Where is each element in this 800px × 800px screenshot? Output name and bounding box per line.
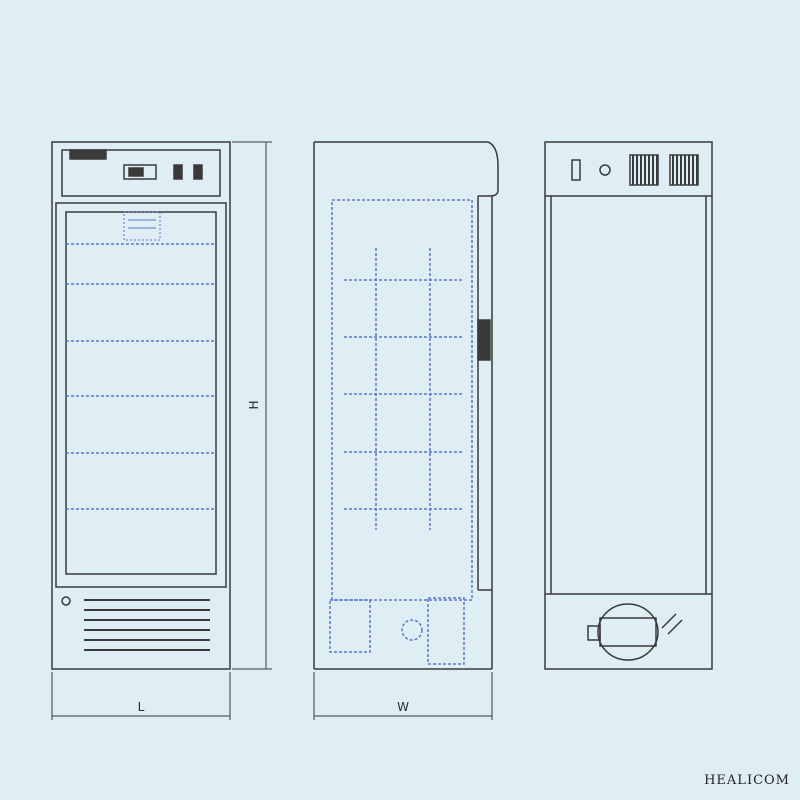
front-switch-2 xyxy=(193,164,203,180)
back-view xyxy=(544,141,713,670)
front-cabinet-outline xyxy=(51,141,231,670)
height-label: H xyxy=(247,400,261,409)
front-display-screen xyxy=(128,167,144,177)
back-cabinet-outline xyxy=(544,141,713,670)
width-dimension xyxy=(313,672,493,720)
front-door-glass xyxy=(65,211,217,575)
front-view xyxy=(51,141,231,670)
side-fan xyxy=(401,619,423,641)
front-top-control-panel xyxy=(61,149,221,197)
length-dimension xyxy=(51,672,231,720)
back-vent-left xyxy=(629,154,659,186)
length-label: L xyxy=(138,700,145,714)
height-dimension xyxy=(232,141,272,670)
side-internals xyxy=(329,199,473,665)
side-inner-liner xyxy=(331,199,473,601)
back-socket xyxy=(571,159,581,181)
back-compressor xyxy=(587,603,683,661)
front-top-fan xyxy=(123,211,161,241)
side-top-outline xyxy=(314,141,499,197)
front-bottom-grille xyxy=(84,599,210,651)
side-handle xyxy=(477,319,491,361)
front-door-outer xyxy=(55,202,227,588)
back-vent-right xyxy=(669,154,699,186)
front-shelves xyxy=(66,243,216,510)
back-port xyxy=(599,164,611,176)
front-badge xyxy=(69,149,107,160)
side-compressor-box xyxy=(329,599,371,653)
watermark: HEALICOM xyxy=(704,773,790,788)
front-switch-1 xyxy=(173,164,183,180)
front-display xyxy=(123,164,157,180)
width-label: W xyxy=(397,700,409,714)
side-view xyxy=(313,141,499,670)
front-lock xyxy=(61,596,71,606)
side-condenser xyxy=(427,597,465,665)
